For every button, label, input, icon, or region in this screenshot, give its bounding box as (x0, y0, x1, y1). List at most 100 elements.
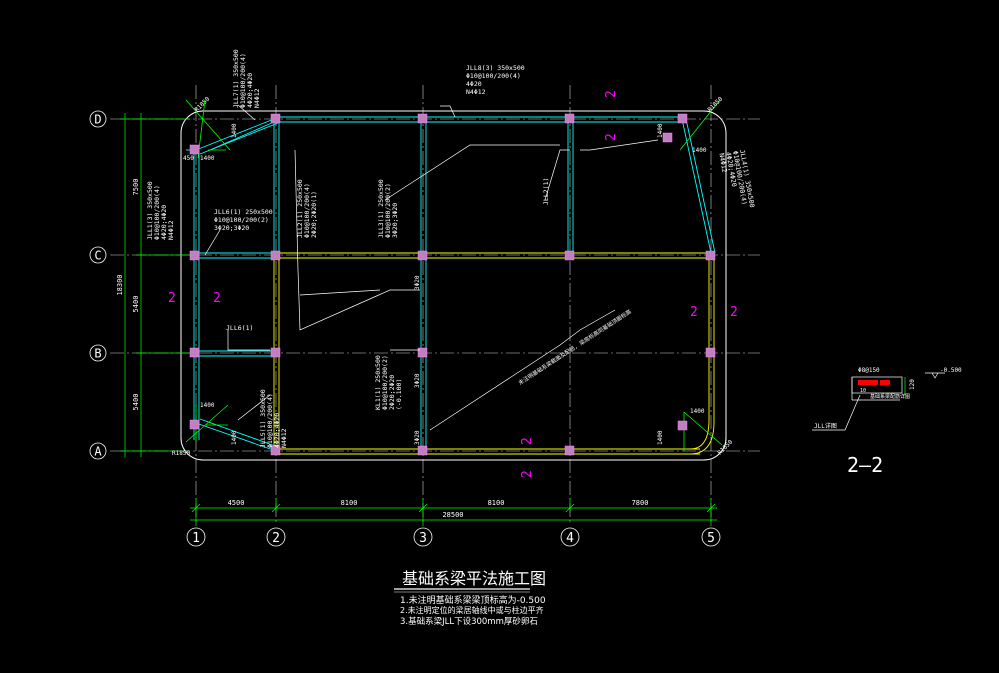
axis-label-A: A (94, 445, 102, 459)
dim-small: 3Φ20 (414, 275, 421, 290)
axis-bubble-1: 1 (186, 527, 206, 547)
column (270, 113, 281, 124)
column (270, 250, 281, 261)
section-mark: 2 (730, 305, 738, 320)
dim-small: 1400 (200, 155, 215, 162)
dim-total-text: 18300 (116, 274, 124, 295)
axis-bubble-4: 4 (560, 527, 580, 547)
label-line: JLL3(1) 250x500 (377, 179, 385, 238)
axis-bubble-C: C (89, 246, 107, 264)
axis-label-4: 4 (566, 531, 574, 546)
label-line: JLL5(1) 350x500 (259, 389, 267, 448)
label-line: N4Φ12 (253, 88, 261, 108)
label-line: 3Φ20;3Φ20 (391, 203, 399, 238)
label-kl1: KL1(1) 250x500 Φ10@100/200(2) 2Φ20;2Φ20 … (374, 355, 403, 410)
axis-bubble-5: 5 (701, 527, 721, 547)
col-axis-bubbles: 1 2 3 4 5 (186, 527, 721, 547)
dim-small: 1400 (231, 430, 238, 445)
label-jll2b: JLL2(1) (542, 178, 550, 205)
column (705, 250, 716, 261)
bottom-dim-texts: 4500 8100 8100 7800 28500 (228, 499, 649, 519)
label-line: 4Φ20;4Φ20 (273, 413, 281, 448)
dim-text: 8100 (488, 499, 505, 507)
column (417, 250, 428, 261)
column (677, 420, 688, 431)
title-block: 基础系梁平法施工图 1.未注明基础系梁梁顶标高为-0.500 2.未注明定位的梁… (394, 569, 546, 627)
rebar-red (858, 380, 878, 385)
column (564, 445, 575, 456)
axis-label-3: 3 (419, 531, 427, 546)
dim-text: 5400 (132, 394, 140, 411)
dim-text: 4500 (228, 499, 245, 507)
column (270, 347, 281, 358)
dim-small: 1400 (200, 402, 215, 409)
leader-lines (204, 104, 659, 431)
section-label: 2—2 (847, 453, 883, 477)
axis-label-B: B (94, 347, 101, 361)
bottom-dimensions (190, 498, 717, 526)
axis-bubble-D: D (89, 110, 107, 128)
label-line: 4Φ20 (466, 80, 482, 88)
section-detail: Φ8@150 -0.500 JLL详图 基础系梁配筋详图 120 10 2—2 (812, 367, 962, 477)
axis-label-D: D (94, 113, 101, 127)
note-line: 1.未注明基础系梁梁顶标高为-0.500 (400, 594, 546, 606)
label-line: Φ10@100/200(4) (303, 183, 311, 238)
axis-bubble-3: 3 (413, 527, 433, 547)
column (189, 419, 200, 430)
label-line: JLL6(1) 250x500 (214, 208, 273, 216)
label-jll4: JLL4(1) 350x500 Φ10@100/200(4) 4Φ20;4Φ20… (717, 149, 756, 208)
label-line: Φ10@100/200(4) (153, 185, 161, 240)
dim-small: 1400 (657, 430, 664, 445)
section-mark: 2 (604, 133, 619, 141)
dim-text: 8100 (341, 499, 358, 507)
label-line: 2Φ20;2Φ20 (388, 375, 396, 410)
label-jll7: JLL7(1) 350x500 Φ10@100/200(4) 4Φ20;4Φ20… (232, 49, 261, 108)
column (417, 445, 428, 456)
section-mark: 2 (168, 291, 176, 306)
label-line: N4Φ12 (167, 220, 175, 240)
label-line: Φ10@100/200(4) (466, 72, 521, 80)
section-elevation: -0.500 (940, 367, 962, 374)
dim-small: 1400 (231, 123, 238, 138)
label-line: JLL7(1) 350x500 (232, 49, 240, 108)
dim-small: 1400 (690, 408, 705, 415)
section-mark: 2 (520, 470, 535, 478)
column (417, 347, 428, 358)
section-mark: 2 (213, 291, 221, 306)
section-note: JLL详图 (814, 422, 837, 430)
axis-label-5: 5 (707, 531, 715, 546)
label-line: N4Φ12 (717, 153, 728, 174)
label-line: N4Φ12 (466, 88, 486, 96)
column (270, 445, 281, 456)
column (677, 113, 688, 124)
column (189, 347, 200, 358)
dim-text: 5400 (132, 296, 140, 313)
label-line: 4Φ20;4Φ20 (246, 73, 254, 108)
dim-small: R1850 (716, 438, 734, 456)
dim-text: 7500 (132, 179, 140, 196)
columns (189, 113, 716, 456)
column (705, 347, 716, 358)
dim-small: 1400 (657, 123, 664, 138)
label-line: N4Φ12 (280, 428, 288, 448)
rebar-red (880, 380, 890, 385)
column (417, 113, 428, 124)
axis-label-C: C (94, 249, 101, 263)
section-small: 10 (860, 388, 866, 394)
small-dim-labels: 1400 450 1400 R1850 1400 1400 R1850 1400… (172, 95, 734, 457)
label-line: Φ10@100/200(2) (384, 183, 392, 238)
yellow-beams (273, 252, 715, 455)
column (564, 250, 575, 261)
label-line: Φ10@100/200(4) (266, 393, 274, 448)
axis-label-2: 2 (272, 531, 280, 546)
label-line: KL1(1) 250x500 (374, 355, 382, 410)
column (189, 250, 200, 261)
dim-small: R1850 (706, 95, 724, 113)
dim-small: 450 (183, 155, 194, 162)
section-top-text: Φ8@150 (858, 367, 880, 374)
label-line: JLL1(3) 350x500 (146, 181, 154, 240)
dim-small: 1400 (692, 147, 707, 154)
section-mark: 2 (690, 305, 698, 320)
label-line: JLL2(1) 250x500 (296, 179, 304, 238)
label-jll6b: JLL6(1) (226, 324, 253, 332)
